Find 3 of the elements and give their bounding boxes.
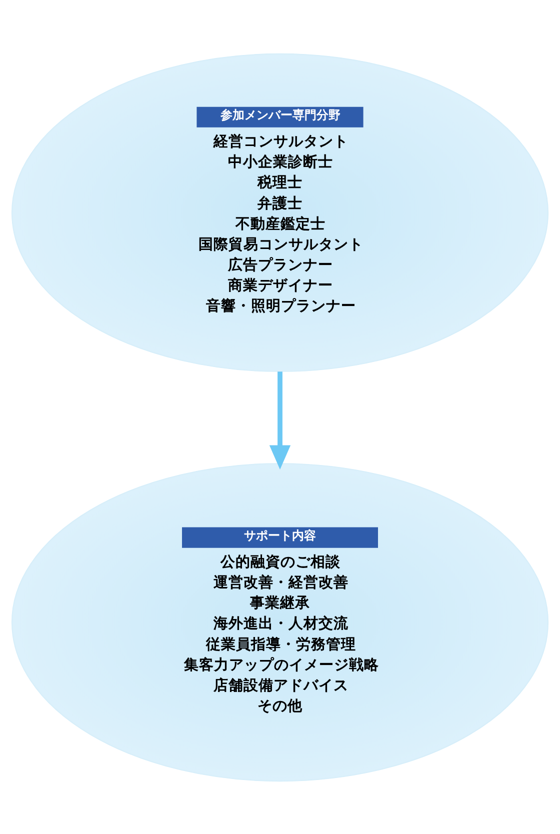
arrow	[269, 371, 291, 469]
node-ellipse: 参加メンバー専門分野 経営コンサルタント 中小企業診断士 税理士 弁護士 不動産鑑定士 国際貿易コンサルタント 広告プランナー 商業デザイナー 音響・照明プランナー	[11, 52, 549, 372]
node-ellipse: サポート内容 公的融資のご相談 運営改善・経営改善 事業継承 海外進出・人材交流 従業員指導・労務管理 集客力アップのイメージ戦略 店舗設備アドバイス その他	[11, 462, 549, 782]
